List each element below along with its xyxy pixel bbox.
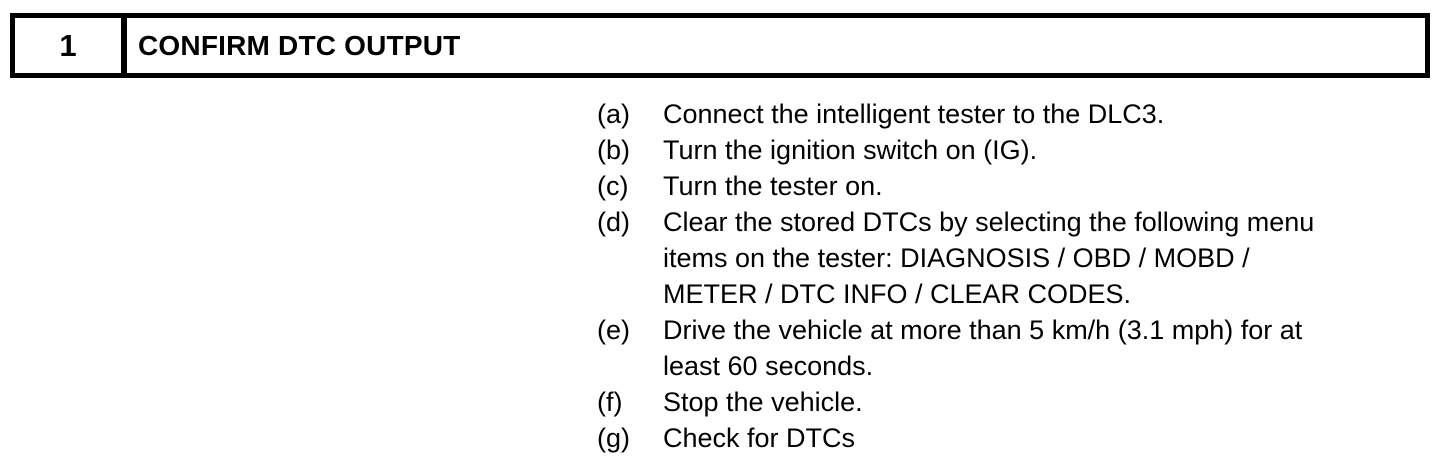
list-item: (b) Turn the ignition switch on (IG). [597,132,1314,168]
list-item-marker: (d) [597,207,630,237]
list-item: (f) Stop the vehicle. [597,384,1314,420]
list-item-marker: (f) [597,387,623,417]
list-item-text: Turn the tester on. [663,168,883,204]
procedure-step-number: 1 [15,18,127,73]
list-item-line: Stop the vehicle. [663,387,863,417]
list-item-marker: (a) [597,99,630,129]
list-item-line: Turn the ignition switch on (IG). [663,135,1038,165]
list-item-line: METER / DTC INFO / CLEAR CODES. [663,279,1132,309]
list-item-line: Turn the tester on. [663,171,883,201]
instruction-list: (a) Connect the intelligent tester to the… [597,96,1314,456]
list-item-marker: (c) [597,171,629,201]
list-item: (g) Check for DTCs [597,420,1314,456]
list-item: (d) Clear the stored DTCs by selecting th… [597,204,1314,312]
procedure-step-header: 1 CONFIRM DTC OUTPUT [10,13,1430,78]
list-item-line: items on the tester: DIAGNOSIS / OBD / M… [663,243,1250,273]
list-item-marker: (b) [597,135,630,165]
list-item-text: Clear the stored DTCs by selecting the f… [663,204,1314,312]
list-item: (c) Turn the tester on. [597,168,1314,204]
list-item: (e) Drive the vehicle at more than 5 km/h… [597,312,1314,384]
list-item-marker: (g) [597,423,630,453]
list-item-line: Drive the vehicle at more than 5 km/h (3… [663,315,1303,345]
list-item-text: Turn the ignition switch on (IG). [663,132,1037,168]
procedure-step-title: CONFIRM DTC OUTPUT [138,29,461,61]
list-item-text: Drive the vehicle at more than 5 km/h (3… [663,312,1302,384]
list-item-line: least 60 seconds. [663,351,874,381]
list-item-line: Clear the stored DTCs by selecting the f… [663,207,1315,237]
list-item-text: Check for DTCs [663,420,855,456]
list-item-line: Connect the intelligent tester to the DL… [663,99,1165,129]
list-item-text: Connect the intelligent tester to the DL… [663,96,1164,132]
list-item-text: Stop the vehicle. [663,384,863,420]
list-item-marker: (e) [597,315,630,345]
list-item-line: Check for DTCs [663,423,856,453]
list-item: (a) Connect the intelligent tester to the… [597,96,1314,132]
